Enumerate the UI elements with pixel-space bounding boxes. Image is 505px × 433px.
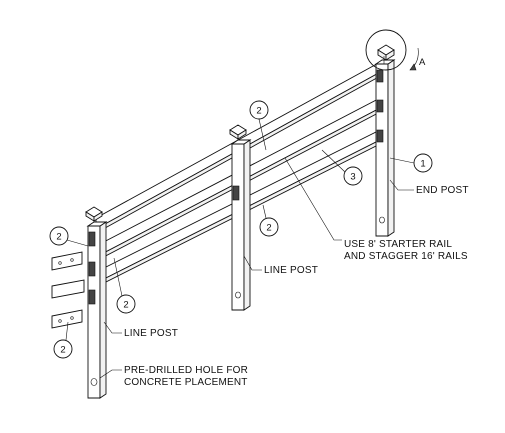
leader-end-post (389, 157, 415, 164)
label-line-post-middle: LINE POST (264, 265, 318, 276)
hole-note-line2: CONCRETE PLACEMENT (124, 377, 248, 388)
callout-left-lower-number: 2 (123, 300, 128, 311)
leader-left-top (66, 239, 89, 247)
leader-left-bottom (65, 321, 69, 341)
callout-left-lower (116, 294, 136, 314)
end-post (374, 59, 396, 237)
rail-end-top (51, 251, 83, 271)
callout-left-bottom-number: 2 (60, 345, 65, 356)
leader-left-lower (113, 257, 123, 297)
end-post-cap (377, 44, 395, 64)
leader-line-post-left (103, 321, 122, 334)
rail-note-line1: USE 8' STARTER RAIL (344, 239, 452, 250)
label-end-post: END POST (416, 185, 469, 196)
detail-marker: A (419, 57, 426, 68)
leader-line-post-middle (243, 255, 262, 271)
leader-end-post-label (389, 179, 414, 191)
callout-left-top-number: 2 (56, 232, 61, 243)
leader-rail-center (321, 149, 346, 173)
rail-note-line2: AND STAGGER 16' RAILS (344, 251, 468, 262)
leader-middle-post-top (258, 118, 267, 151)
line-post-left (86, 221, 108, 399)
callout-left-bottom (53, 339, 73, 359)
rail-end-bottom (51, 309, 83, 329)
callout-rail-center-number: 3 (350, 172, 355, 183)
callout-middle-bracket (259, 217, 279, 237)
hole-note-line1: PRE-DRILLED HOLE FOR (124, 365, 248, 376)
callout-rail-center (343, 166, 363, 186)
line-post-middle-cap (229, 124, 247, 140)
label-line-post-left: LINE POST (124, 328, 178, 339)
line-post-left-cap (85, 206, 103, 222)
detail-arrowhead (409, 63, 417, 71)
leader-middle-bracket (262, 204, 267, 219)
line-post-middle (230, 139, 252, 311)
leader-hole-note (99, 369, 122, 379)
leader-rail-note (284, 157, 342, 241)
callout-end-post-number: 1 (420, 159, 425, 170)
callout-left-top (49, 226, 69, 246)
detail-circle (365, 29, 407, 71)
callout-middle-post-top-number: 2 (256, 106, 261, 117)
rail-end-middle (51, 279, 85, 299)
callout-middle-bracket-number: 2 (266, 223, 271, 234)
